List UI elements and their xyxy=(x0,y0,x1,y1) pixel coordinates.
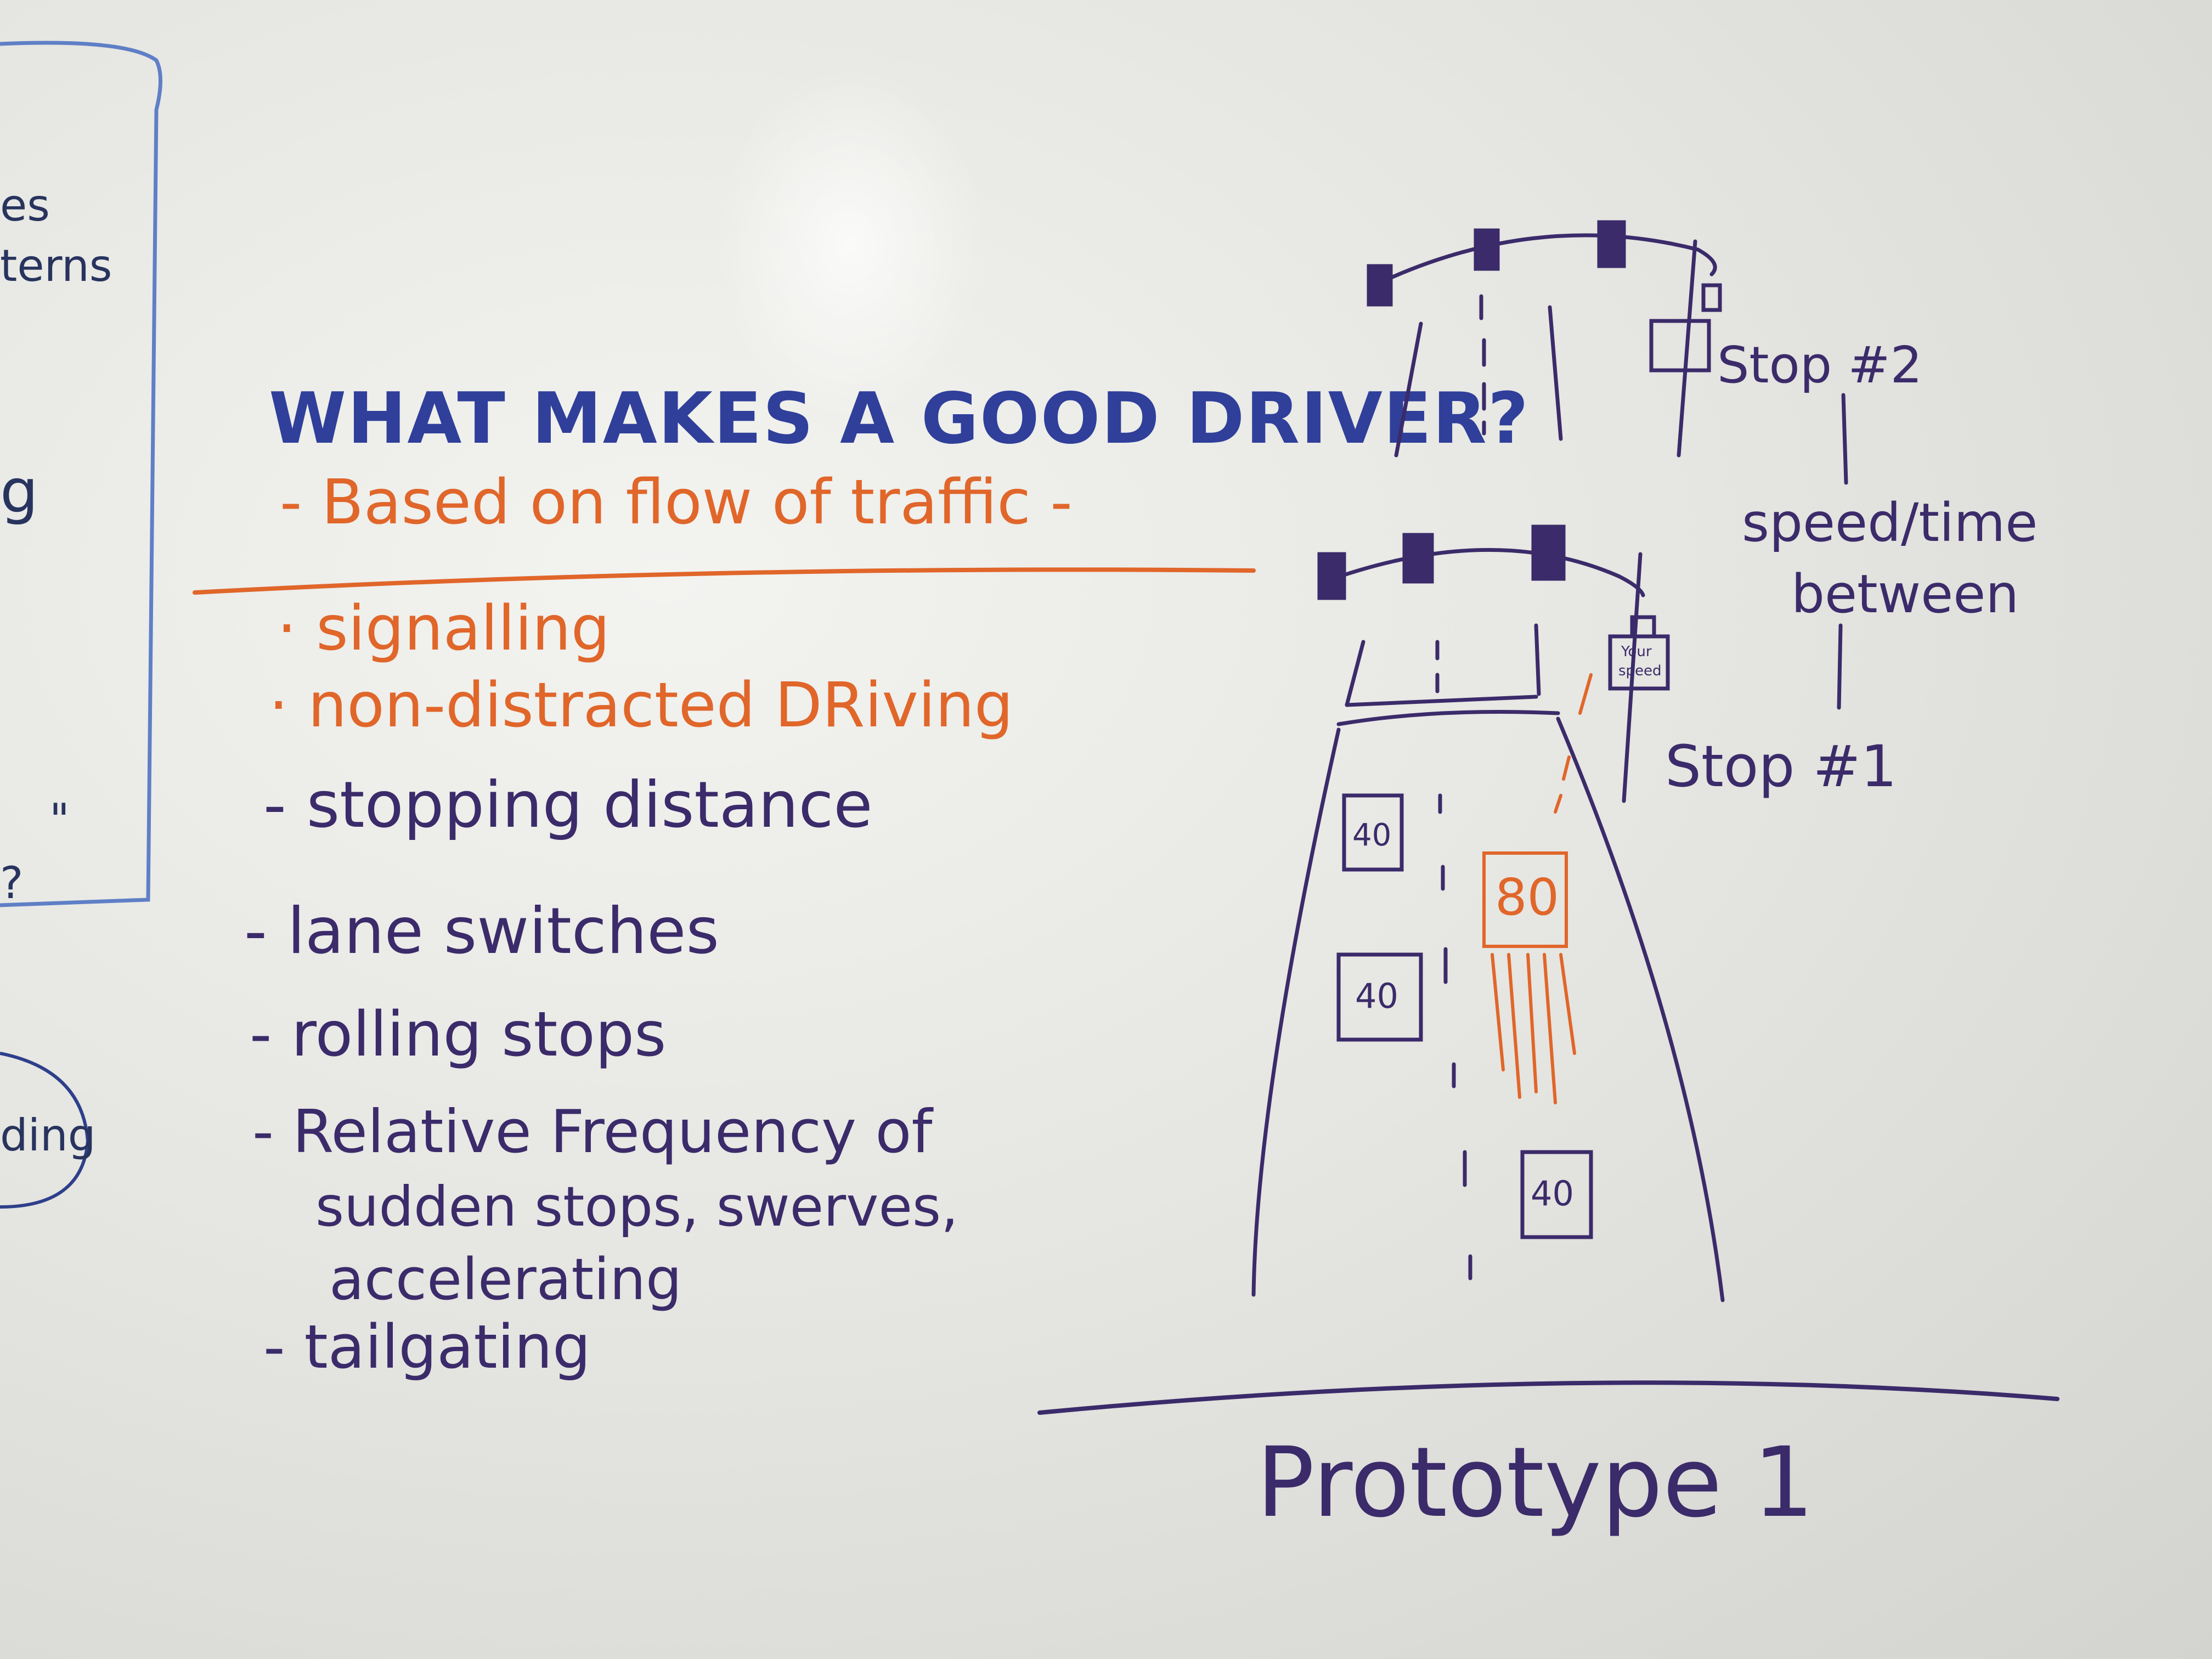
list-item-stopping-distance: - stopping distance xyxy=(263,768,873,842)
stop1-label: Stop #1 xyxy=(1665,733,1897,800)
list-item-sudden-stops: sudden stops, swerves, xyxy=(315,1175,958,1239)
list-item-tailgating: - tailgating xyxy=(263,1312,591,1382)
list-item-accelerating: accelerating xyxy=(329,1246,682,1313)
left-fragment-g: g xyxy=(0,456,38,526)
left-fragment-ding: ding xyxy=(0,1110,96,1161)
page-title: WHAT MAKES A GOOD DRIVER? xyxy=(269,378,1530,460)
speed-sign-80: 80 xyxy=(1495,868,1560,927)
list-item-rolling-stops: - rolling stops xyxy=(250,999,667,1070)
speed-sign-40-a: 40 xyxy=(1352,817,1392,853)
your-speed-sign-line2: speed xyxy=(1618,663,1662,679)
between-label-line1: speed/time xyxy=(1742,492,2038,554)
page-subtitle: - Based on flow of traffic - xyxy=(280,467,1073,538)
left-fragment-es: es xyxy=(0,180,50,231)
left-fragment-quote: " xyxy=(49,794,70,845)
between-label-line2: between xyxy=(1791,563,2019,625)
speed-sign-40-b: 40 xyxy=(1355,976,1398,1016)
list-item-signalling: · signalling xyxy=(277,593,610,664)
light-glare xyxy=(713,66,988,422)
your-speed-sign-line1: Your xyxy=(1621,644,1652,660)
list-item-lane-switches: - lane switches xyxy=(244,894,719,968)
prototype-caption: Prototype 1 xyxy=(1256,1426,1814,1539)
left-fragment-question: ? xyxy=(0,857,24,909)
left-fragment-terns: terns xyxy=(0,240,112,291)
stop2-label: Stop #2 xyxy=(1717,336,1923,394)
list-item-non-distracted: · non-distracted DRiving xyxy=(269,670,1014,741)
list-item-relative-frequency: - Relative Frequency of xyxy=(252,1098,933,1166)
speed-sign-40-c: 40 xyxy=(1531,1173,1574,1214)
